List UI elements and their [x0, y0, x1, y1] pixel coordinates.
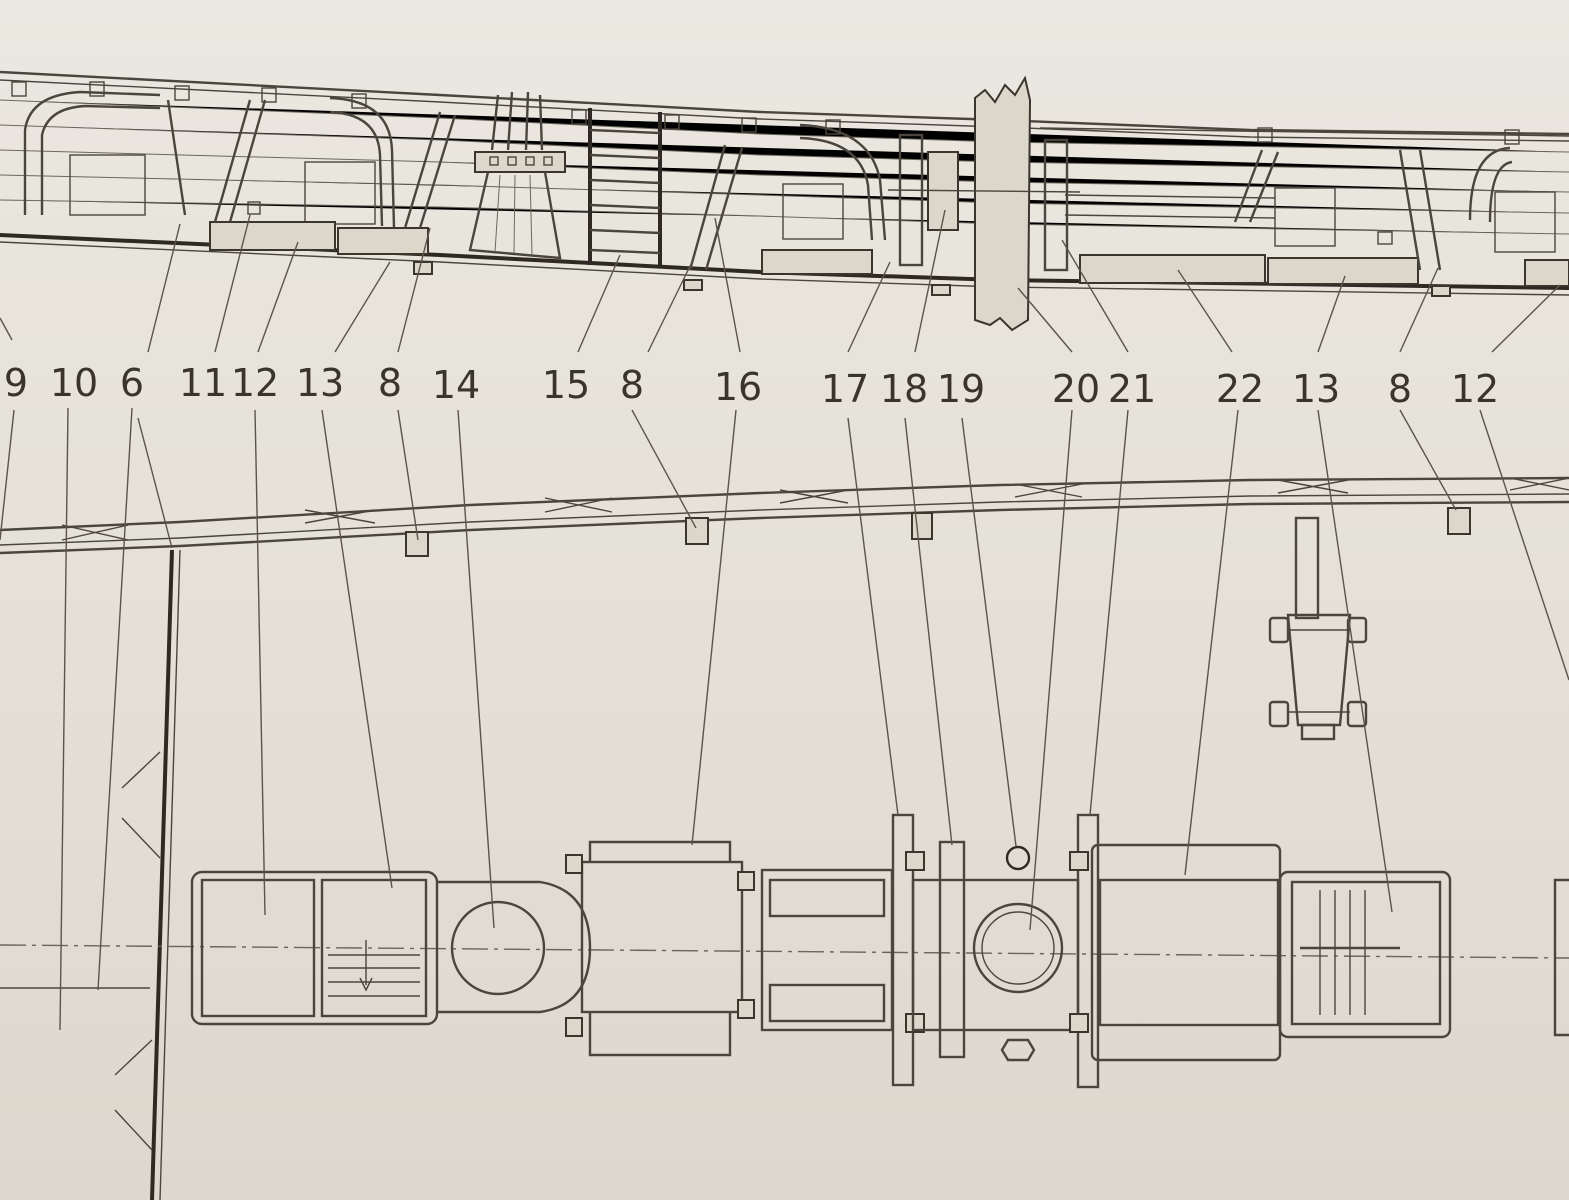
deck-plan-view [0, 476, 1569, 1200]
leader-lines [0, 209, 1569, 1031]
callout-12: 12 [1451, 367, 1499, 411]
callout-16: 16 [714, 365, 762, 409]
callout-14: 14 [432, 363, 480, 407]
callout-22: 22 [1216, 367, 1264, 411]
callout-15: 15 [542, 363, 590, 407]
callout-9: 9 [4, 361, 28, 405]
callout-19: 19 [937, 367, 985, 411]
callout-17: 17 [821, 367, 869, 411]
callout-6: 6 [120, 361, 144, 405]
callout-13: 13 [1292, 367, 1340, 411]
callout-18: 18 [880, 367, 928, 411]
callout-13: 13 [296, 361, 344, 405]
callout-10: 10 [50, 361, 98, 405]
side-elevation [0, 70, 1569, 332]
callout-11: 11 [179, 361, 227, 405]
callout-8: 8 [620, 363, 644, 407]
callout-8: 8 [1388, 367, 1412, 411]
callout-21: 21 [1108, 367, 1156, 411]
callout-8: 8 [378, 361, 402, 405]
callout-12: 12 [231, 361, 279, 405]
callout-labels: 9 10 6 11 12 13 8 14 15 8 16 17 18 19 20… [4, 361, 1499, 411]
callout-20: 20 [1052, 367, 1100, 411]
